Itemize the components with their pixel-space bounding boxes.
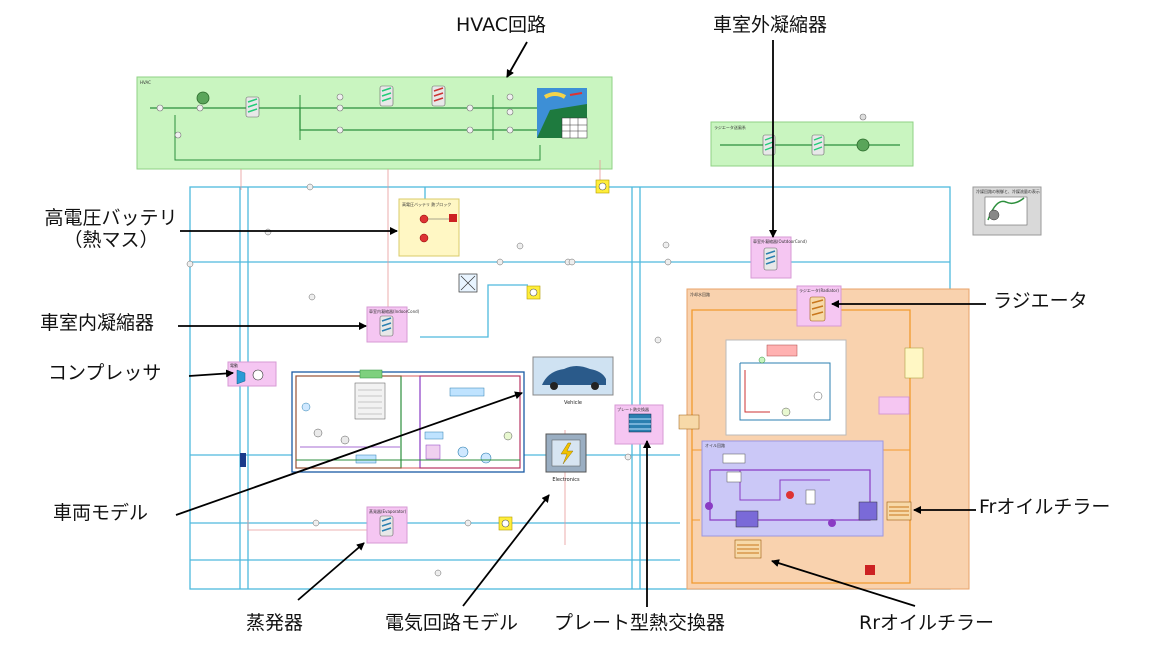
outdoor-cond-label: 車室外凝縮器(OutdoorCond) [753,238,807,244]
vehicle-block [532,356,614,396]
pipe-junctions [186,183,672,577]
outdoor-condenser-callout: 車室外凝縮器 [713,14,828,36]
indoor-condenser-block: 車室内凝縮器(IndoorCond) [366,306,420,343]
compressor-label: 電動 [230,362,238,368]
oil-circuit-block: オイル回路 [701,440,884,537]
battery-box-label: 高電圧バッテリ 熱ブロック [402,201,451,207]
vehicle-label: Vehicle [564,400,582,406]
fr-oil-chiller-icon [886,501,912,521]
rr-oil-chiller-icon [734,539,762,559]
hvac-heat-exchanger-icons [245,85,446,118]
oil-temp-sensor [865,565,875,575]
evaporator-block: 蒸発器(Evaporator) [366,506,408,544]
coolant-box-label: 冷却水回路 [690,291,710,297]
legend-box-label: 冷媒回路の制御と、冷媒流量の表示 [976,188,1040,194]
hvac-block: HVAC [136,76,613,170]
coolant-circuit-block: 冷却水回路 ラジエータ(Radiator) [678,285,970,590]
indoor-condenser-callout: 車室内凝縮器 [40,312,155,334]
callout-arrows [175,40,986,607]
evap-label: 蒸発器(Evaporator) [369,508,407,514]
plate-hx-callout: プレート型熱交換器 [554,612,726,634]
hv-battery-callout-line1: 高電圧バッテリ [44,207,178,229]
hv-battery-callout-line2: （熱マス） [63,228,159,251]
outdoor-condenser-block: 車室外凝縮器(OutdoorCond) [750,236,807,279]
radiator-callout: ラジエータ [993,290,1088,312]
indoor-cond-label: 車室内凝縮器(IndoorCond) [369,308,420,314]
hvac-callout: HVAC回路 [456,14,546,36]
accumulator-icon [240,453,246,467]
fr-oil-chiller-callout: Frオイルチラー [979,496,1111,518]
rr-oil-chiller-callout: Rrオイルチラー [859,612,995,634]
plate-hx-label: プレート熱交換器 [617,406,649,412]
hv-battery-callout: 高電圧バッテリ （熱マス） [36,207,186,252]
cabin-icon [537,88,588,139]
four-way-valve [458,273,478,293]
vehicle-model-callout: 車両モデル [53,502,149,524]
radiator-fan-block: ラジエータ送風系 [710,113,914,167]
electric-model-callout: 電気回路モデル [385,612,519,634]
hv-battery-block: 高電圧バッテリ 熱ブロック [398,198,460,257]
plate-hx-block: プレート熱交換器 [614,404,664,445]
radiator-fan-box-label: ラジエータ送風系 [714,124,746,130]
oil-box-label: オイル回路 [705,442,725,448]
compressor-block: 電動 [227,361,277,387]
hvac-box-label: HVAC [140,80,151,85]
control-legend-box: 冷媒回路の制御と、冷媒流量の表示 [972,186,1042,236]
compressor-callout: コンプレッサ [48,362,162,384]
radiator-label: ラジエータ(Radiator) [799,287,839,293]
electronics-block [545,433,587,473]
vehicle-model-circuit [291,369,525,473]
evaporator-callout: 蒸発器 [246,612,304,634]
pump-icons [498,179,610,531]
electronics-label: Electronics [552,477,580,483]
